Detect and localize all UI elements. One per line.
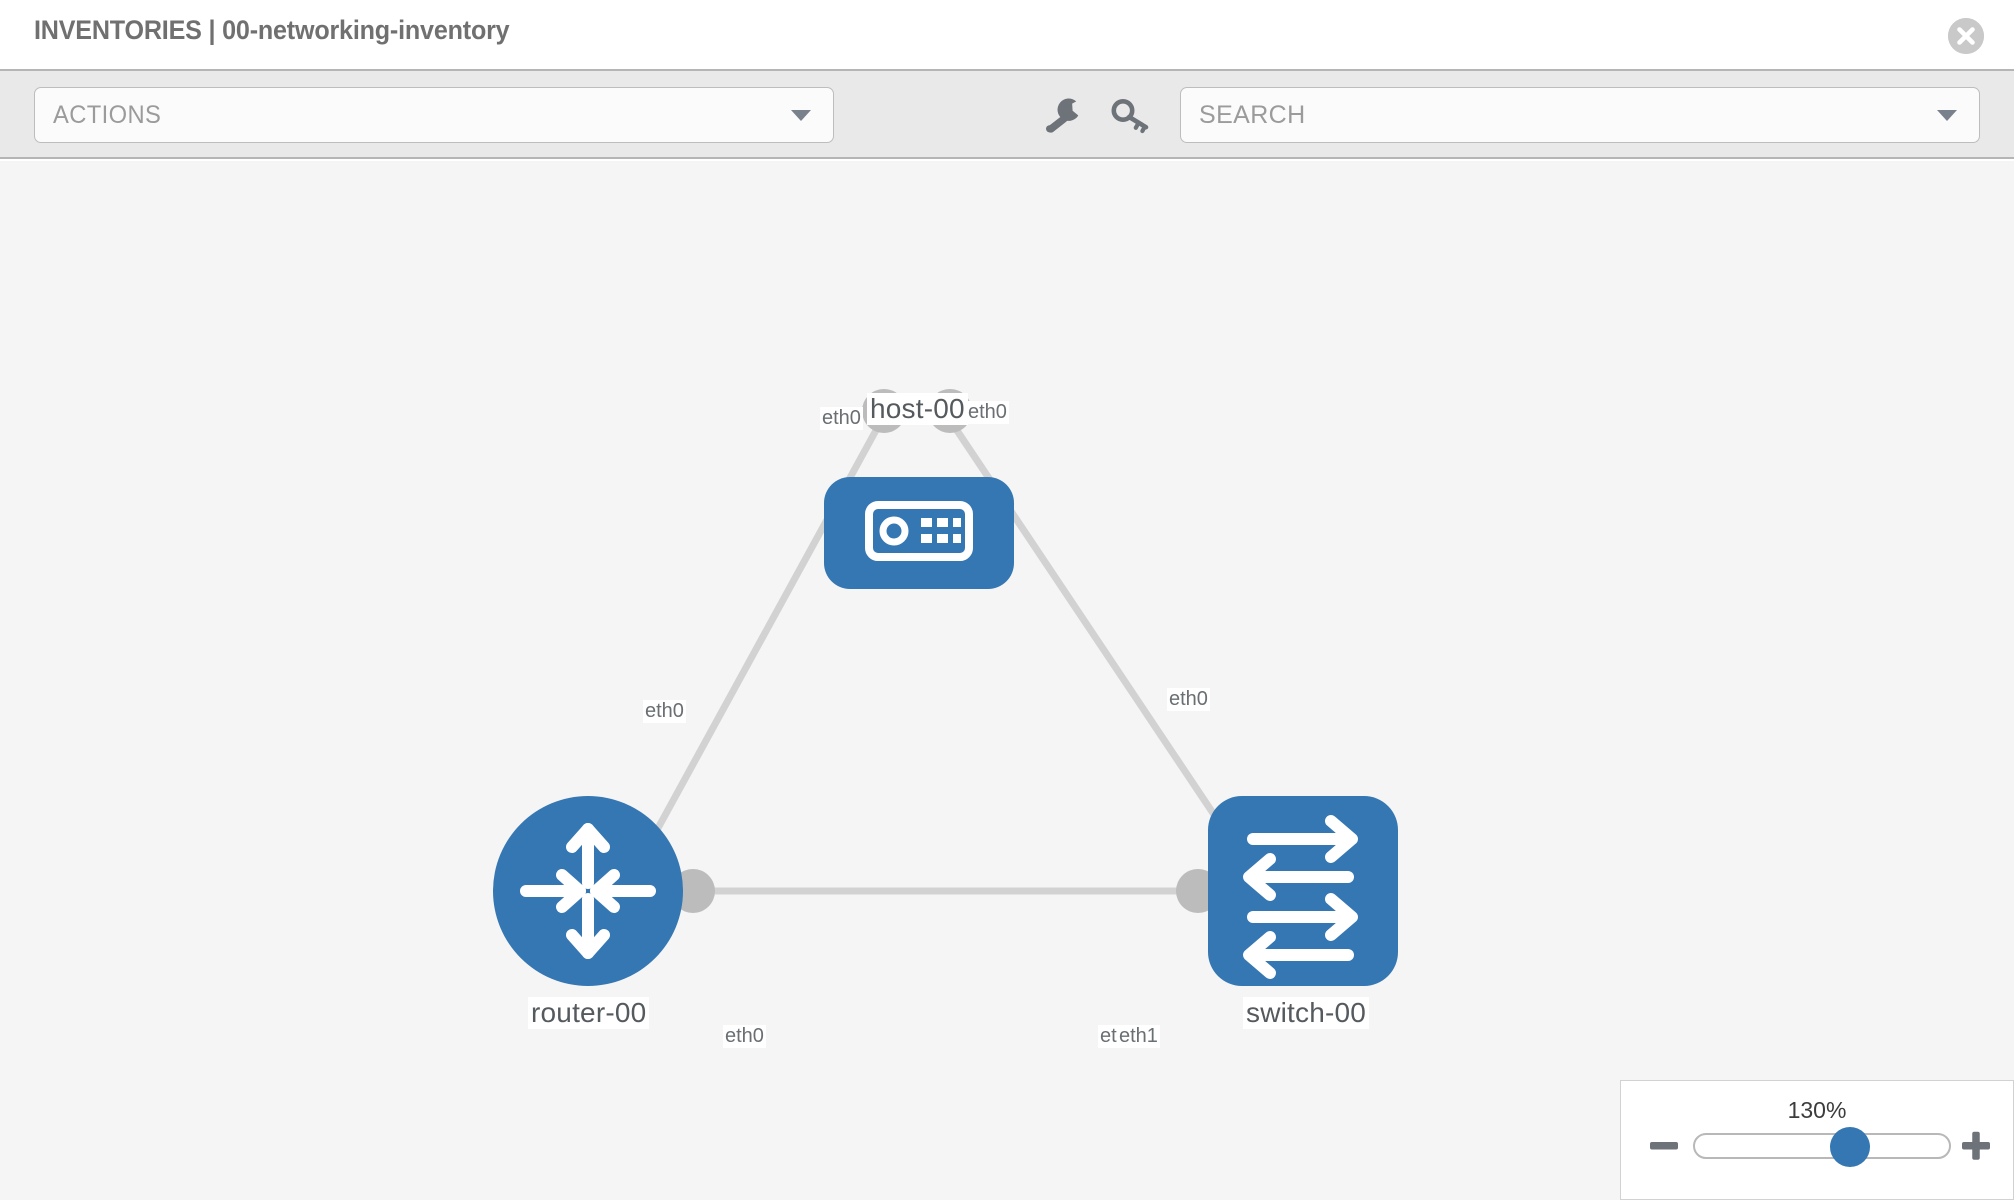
actions-dropdown[interactable]: ACTIONS	[34, 87, 834, 143]
zoom-slider[interactable]	[1693, 1127, 1951, 1167]
switch-arrows-icon	[1243, 815, 1358, 979]
node-switch-00	[1208, 796, 1398, 986]
node-label-switch-00: switch-00	[1243, 997, 1370, 1029]
node-label-router-00: router-00	[528, 997, 650, 1029]
edge-label-switch-left-b: eth1	[1117, 1025, 1160, 1048]
topology-canvas[interactable]: host-00 router-00 switch-00 eth0 eth0 et…	[0, 161, 2014, 1200]
edge-label-router-right: eth0	[723, 1025, 766, 1048]
zoom-level-label: 130%	[1787, 1097, 1847, 1123]
search-chevron-down-icon[interactable]	[1937, 110, 1957, 121]
node-router-00	[493, 796, 683, 986]
key-icon[interactable]	[1109, 95, 1153, 137]
server-icon	[865, 501, 973, 561]
router-arrows-icon	[520, 823, 656, 959]
zoom-in-button[interactable]	[1957, 1127, 1995, 1165]
zoom-out-button[interactable]	[1645, 1127, 1683, 1165]
edge-label-host-right: eth0	[966, 401, 1009, 424]
actions-dropdown-label: ACTIONS	[53, 101, 162, 129]
page-title: INVENTORIES | 00-networking-inventory	[34, 15, 510, 45]
page-header: INVENTORIES | 00-networking-inventory	[0, 0, 2014, 71]
topology-toolbar: ACTIONS	[0, 71, 2014, 159]
close-icon[interactable]	[1948, 18, 1984, 54]
chevron-down-icon	[791, 110, 811, 121]
node-label-host-00: host-00	[867, 393, 968, 425]
wrench-icon[interactable]	[1041, 95, 1085, 137]
edge-label-switch-upper: eth0	[1167, 688, 1210, 711]
edge-label-router-upper: eth0	[643, 700, 686, 723]
search-input[interactable]	[1199, 88, 1899, 142]
search-field[interactable]	[1180, 87, 1980, 143]
zoom-slider-thumb[interactable]	[1829, 1127, 1870, 1167]
zoom-control-panel: 130%	[1620, 1080, 2014, 1200]
node-host-00	[824, 477, 1014, 589]
topology-graph	[493, 389, 1398, 986]
edge-label-host-left: eth0	[820, 407, 863, 430]
